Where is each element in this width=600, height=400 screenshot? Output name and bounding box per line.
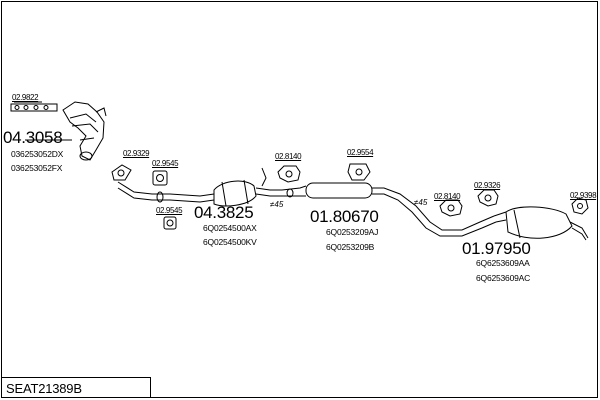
fitting-label-hanger-front: 02.8140	[275, 152, 302, 161]
oem-number-catalytic-1: 6Q0254500AX	[203, 223, 257, 233]
hanger-tail-drawing	[571, 197, 589, 215]
clamp-upper-drawing	[152, 170, 168, 186]
oem-number-middle-1: 6Q0253209AJ	[326, 227, 379, 237]
diagram-title: SEAT21389B	[6, 381, 82, 396]
oem-number-catalytic-2: 6Q0254500KV	[203, 237, 257, 247]
fitting-label-clamp-upper: 02.9545	[152, 159, 179, 168]
gasket-flange-drawing	[111, 164, 132, 181]
part-number-rear-silencer: 01.97950	[462, 239, 531, 258]
fitting-label-hanger-middle: 02.9554	[347, 148, 374, 157]
clamp-lower-drawing	[163, 216, 177, 230]
angle-label-rear: ≠45	[414, 198, 428, 207]
angle-label-front: ≠45	[270, 200, 284, 209]
gasket-manifold-drawing	[10, 101, 58, 112]
rear-silencer-drawing	[493, 206, 589, 241]
oem-number-middle-2: 6Q0253209B	[326, 242, 375, 252]
exhaust-manifold-drawing	[62, 101, 107, 161]
oem-number-manifold-2: 036253052FX	[11, 163, 63, 173]
fitting-label-clamp-lower: 02.9545	[156, 206, 183, 215]
hanger-rear-a-drawing	[439, 199, 463, 217]
diagram-title-box: SEAT21389B	[1, 377, 151, 398]
fitting-label-hanger-tail: 02.9398	[570, 191, 597, 200]
part-number-middle-silencer: 01.80670	[310, 207, 379, 226]
part-number-manifold: 04.3058	[3, 128, 63, 147]
fitting-label-hanger-rear-b: 02.9326	[474, 181, 501, 190]
hanger-front-drawing	[277, 165, 301, 183]
hanger-rear-b-drawing	[477, 189, 499, 207]
catalytic-converter-drawing	[117, 179, 282, 207]
fitting-label-gasket-flange: 02.9329	[123, 149, 150, 158]
middle-silencer-drawing	[281, 182, 497, 237]
fitting-label-hanger-rear-a: 02.8140	[434, 192, 461, 201]
oem-number-manifold-1: 036253052DX	[11, 149, 64, 159]
oem-number-rear-2: 6Q6253609AC	[476, 273, 531, 283]
hanger-middle-drawing	[347, 163, 371, 181]
fitting-label-gasket-manifold: 02.9822	[12, 93, 39, 102]
hook-drawing	[261, 167, 267, 187]
oem-number-rear-1: 6Q6253609AA	[476, 258, 530, 268]
part-number-catalytic: 04.3825	[194, 203, 254, 222]
